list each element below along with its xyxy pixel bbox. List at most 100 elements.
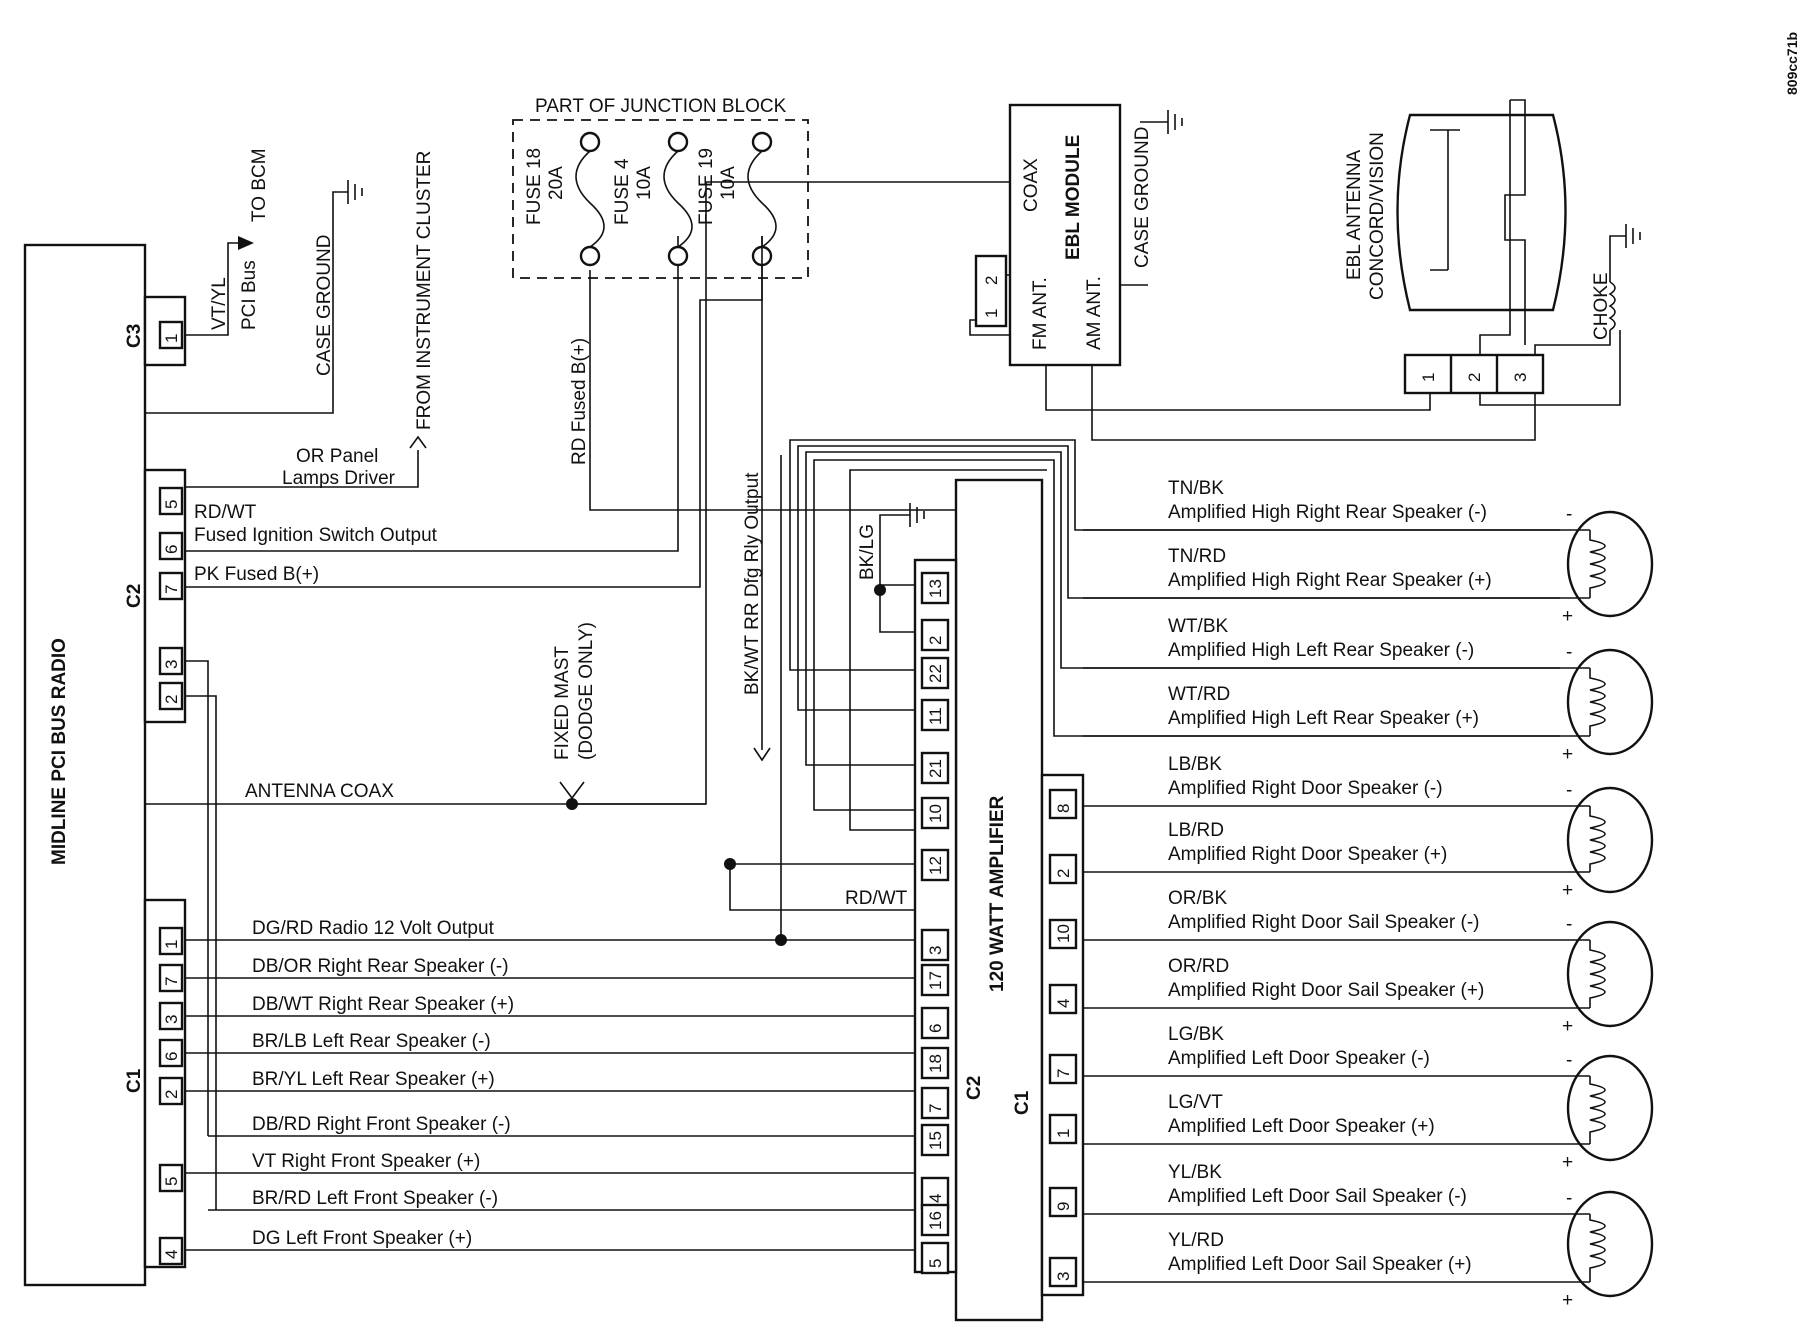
radio-c2-pin-5-box [158,486,184,516]
amp-c2-pin-15-box [920,1123,950,1157]
ebl-antenna: EBL ANTENNA CONCORD/VISION 1 2 3 CHOKE [1344,99,1641,406]
amp-c2-pin-17: 17 [926,971,945,990]
or-panel-label: OR Panel [296,446,378,467]
amp-c1-pin-2-box [1048,853,1078,885]
speaker-wire-color-6: LB/RD [1168,820,1224,841]
speaker-wire-desc-2: Amplified High Right Rear Speaker (+) [1168,570,1492,591]
radio-c1-pin-4: 4 [162,1250,181,1259]
ebl-pin-1: 1 [982,309,1001,318]
amp-c2-pin-2-box [920,618,950,652]
amplifier: 120 WATT AMPLIFIER C2 C1 132221121101231… [913,478,1085,1322]
ebl-case-ground-label: CASE GROUND [1132,127,1153,268]
radio-wire-label-4: BR/LB Left Rear Speaker (-) [252,1031,491,1052]
radio-wire-label-8: BR/RD Left Front Speaker (-) [252,1188,498,1209]
radio-body [23,243,147,1287]
amp-c2-pin-4-box [920,1176,950,1210]
fuse-3-name: FUSE 19 [696,148,717,225]
amp-c2-pin-10: 10 [926,804,945,823]
radio-c1-pin-1: 1 [162,940,181,949]
amp-c2-label: C2 [964,1076,985,1100]
speaker-neg-mark-1: - [1566,504,1572,525]
radio-c3-label: C3 [124,324,145,348]
ebl-antenna-label-2: CONCORD/VISION [1367,132,1388,300]
amp-c2-pin-3: 3 [926,946,945,955]
speaker-wire-color-12: YL/RD [1168,1230,1224,1251]
speaker-wire-color-3: WT/BK [1168,616,1228,637]
speaker-2 [1566,648,1654,756]
speaker-pos-mark-3: + [1562,880,1573,901]
radio-c1-pin-7-box [158,963,184,993]
radio-c1-pin-3-box [158,1001,184,1031]
speaker-wire-desc-11: Amplified Left Door Sail Speaker (-) [1168,1186,1467,1207]
amp-c1-pin-4-box [1048,983,1078,1015]
speaker-wire-desc-8: Amplified Right Door Sail Speaker (+) [1168,980,1484,1001]
radio-c1-pin-6-box [158,1038,184,1068]
from-instrument-cluster-label: FROM INSTRUMENT CLUSTER [414,151,435,430]
amp-c2-pin-21-box [920,751,950,785]
amp-c2-pin-18-box [920,1046,950,1080]
radio-c1-pin-1-box [158,926,184,956]
radio-wire-label-3: DB/WT Right Rear Speaker (+) [252,994,514,1015]
speaker-wire-desc-9: Amplified Left Door Speaker (-) [1168,1048,1430,1069]
amp-c1-pin-8-box [1048,788,1078,820]
ebl-antenna-pin-3: 3 [1511,373,1530,382]
radio-title: MIDLINE PCI BUS RADIO [49,638,70,865]
amp-c1-pin-7: 7 [1054,1069,1073,1078]
upper-left-wiring: VT/YL PCI Bus TO BCM CASE GROUND FROM IN… [145,148,1010,810]
speaker-wire-desc-6: Amplified Right Door Speaker (+) [1168,844,1447,865]
speaker-wire-color-11: YL/BK [1168,1162,1222,1183]
to-bcm-label: TO BCM [249,148,270,222]
amp-c2-pin-5-box [920,1241,950,1275]
speaker-wire-desc-7: Amplified Right Door Sail Speaker (-) [1168,912,1480,933]
amp-c1-pin-9: 9 [1054,1202,1073,1211]
radio-wire-label-9: DG Left Front Speaker (+) [252,1228,472,1249]
speaker-wire-color-2: TN/RD [1168,546,1226,567]
speaker-neg-mark-2: - [1566,642,1572,663]
amp-c2-pin-4: 4 [926,1194,945,1203]
speaker-3 [1566,786,1654,894]
speaker-wire-desc-1: Amplified High Right Rear Speaker (-) [1168,502,1487,523]
amp-c2-pin-6-box [920,1006,950,1040]
speaker-wire-color-5: LB/BK [1168,754,1222,775]
radio-c1-pin-3: 3 [162,1015,181,1024]
speaker-wire-desc-3: Amplified High Left Rear Speaker (-) [1168,640,1474,661]
ebl-fm-label: FM ANT. [1030,277,1051,350]
speaker-neg-mark-4: - [1566,914,1572,935]
radio-c3-pin-1-box [158,320,184,350]
speaker-neg-mark-5: - [1566,1050,1572,1071]
speaker-pos-mark-4: + [1562,1016,1573,1037]
ebl-connector [974,254,1008,328]
ebl-am-label: AM ANT. [1084,276,1105,350]
choke-label: CHOKE [1591,272,1612,340]
amp-c2-pin-22-box [920,656,950,690]
amp-c2-pin-15: 15 [926,1131,945,1150]
amp-c2-pin-21: 21 [926,759,945,778]
speaker-pos-mark-1: + [1562,606,1573,627]
amp-c1-pin-2: 2 [1054,869,1073,878]
speaker-pos-mark-6: + [1562,1290,1573,1311]
rd-fused-label: RD Fused B(+) [569,338,590,465]
speaker-6 [1566,1190,1654,1298]
amp-c2-pin-5: 5 [926,1259,945,1268]
fuse-2-amp: 10A [634,166,655,200]
bkwt-rr-label: BK/WT RR Dfg Rly Output [742,472,763,695]
speaker-wire-desc-4: Amplified High Left Rear Speaker (+) [1168,708,1479,729]
pci-bus-label: PCI Bus [239,260,260,330]
radio-wire-label-7: VT Right Front Speaker (+) [252,1151,480,1172]
radio-c2-label: C2 [124,584,145,608]
amp-c2-pin-12: 12 [926,856,945,875]
rd-wt-label: RD/WT [194,502,257,523]
amp-c1-pin-7-box [1048,1053,1078,1085]
amp-c1-pin-1-box [1048,1113,1078,1145]
fixed-mast-label: FIXED MAST [552,646,573,760]
speaker-neg-mark-6: - [1566,1188,1572,1209]
amp-c1-pin-1: 1 [1054,1129,1073,1138]
speaker-wire-color-4: WT/RD [1168,684,1230,705]
radio-c1-pin-2: 2 [162,1090,181,1099]
fuse-1-name: FUSE 18 [524,148,545,225]
speaker-wire-color-9: LG/BK [1168,1024,1224,1045]
